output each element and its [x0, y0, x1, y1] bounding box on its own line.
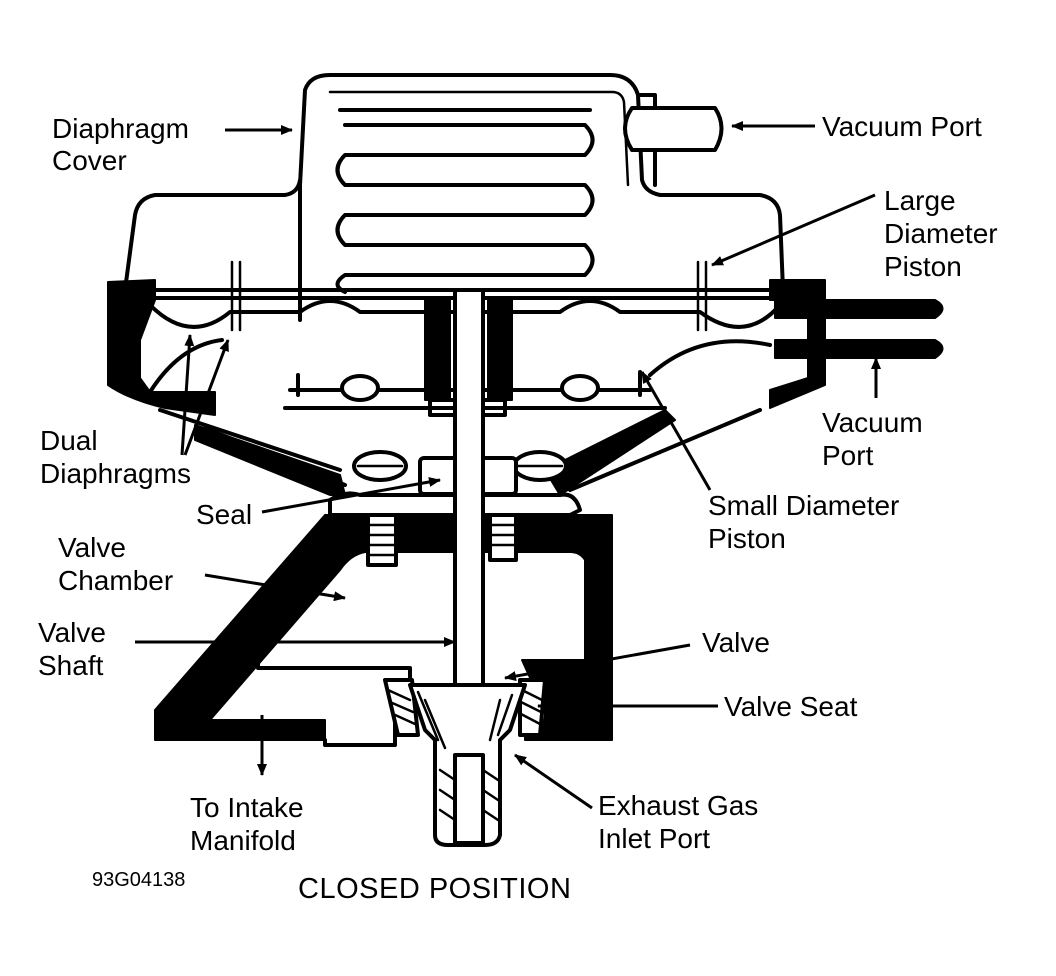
- label-small-piston-2: Piston: [708, 523, 786, 554]
- text-labels: Diaphragm Cover Vacuum Port Large Diamet…: [38, 111, 998, 905]
- threaded-stud: [366, 513, 518, 567]
- valve-seat-blocks: [383, 678, 547, 737]
- diaphragm-cover: [123, 73, 785, 322]
- screws: [352, 450, 568, 482]
- arrow-valve-chamber: [204, 573, 346, 602]
- arrow-valve: [504, 643, 691, 681]
- label-vacuum-port-side-1: Vacuum: [822, 407, 923, 438]
- vacuum-port-side-tube: [774, 299, 944, 359]
- label-valve-seat: Valve Seat: [724, 691, 858, 722]
- label-valve: Valve: [702, 627, 770, 658]
- figure-code: 93G04138: [92, 869, 185, 891]
- label-diaphragm-cover-2: Cover: [52, 145, 127, 176]
- label-vacuum-port-top: Vacuum Port: [822, 111, 982, 142]
- label-dual-diaphragms-1: Dual: [40, 425, 98, 456]
- label-valve-chamber-1: Valve: [58, 532, 126, 563]
- valve-poppet: [408, 683, 527, 847]
- label-valve-chamber-2: Chamber: [58, 565, 173, 596]
- label-to-intake-1: To Intake: [190, 792, 304, 823]
- label-small-piston-1: Small Diameter: [708, 490, 899, 521]
- label-exhaust-2: Inlet Port: [598, 823, 710, 854]
- diagram-caption: CLOSED POSITION: [298, 873, 571, 905]
- arrow-dual-diaphragm-1: [180, 334, 195, 456]
- label-seal: Seal: [196, 499, 252, 530]
- label-to-intake-2: Manifold: [190, 825, 296, 856]
- label-valve-shaft-2: Shaft: [38, 650, 104, 681]
- label-large-piston-3: Piston: [884, 251, 962, 282]
- arrow-seal: [261, 477, 441, 514]
- label-dual-diaphragms-2: Diaphragms: [40, 458, 191, 489]
- valve-shaft: [453, 288, 485, 687]
- label-large-piston-2: Diameter: [884, 218, 998, 249]
- coil-spring: [335, 108, 595, 294]
- vacuum-port-top-nipple: [623, 106, 724, 152]
- label-valve-shaft-1: Valve: [38, 617, 106, 648]
- arrow-dual-diaphragm-2: [183, 339, 230, 456]
- arrow-exhaust: [514, 753, 593, 810]
- label-large-piston-1: Large: [884, 185, 956, 216]
- label-exhaust-1: Exhaust Gas: [598, 790, 758, 821]
- leader-arrows: [135, 121, 881, 810]
- label-vacuum-port-side-2: Port: [822, 440, 874, 471]
- arrow-small-piston: [640, 371, 712, 491]
- arrow-large-piston: [711, 193, 876, 267]
- label-diaphragm-cover-1: Diaphragm: [52, 113, 189, 144]
